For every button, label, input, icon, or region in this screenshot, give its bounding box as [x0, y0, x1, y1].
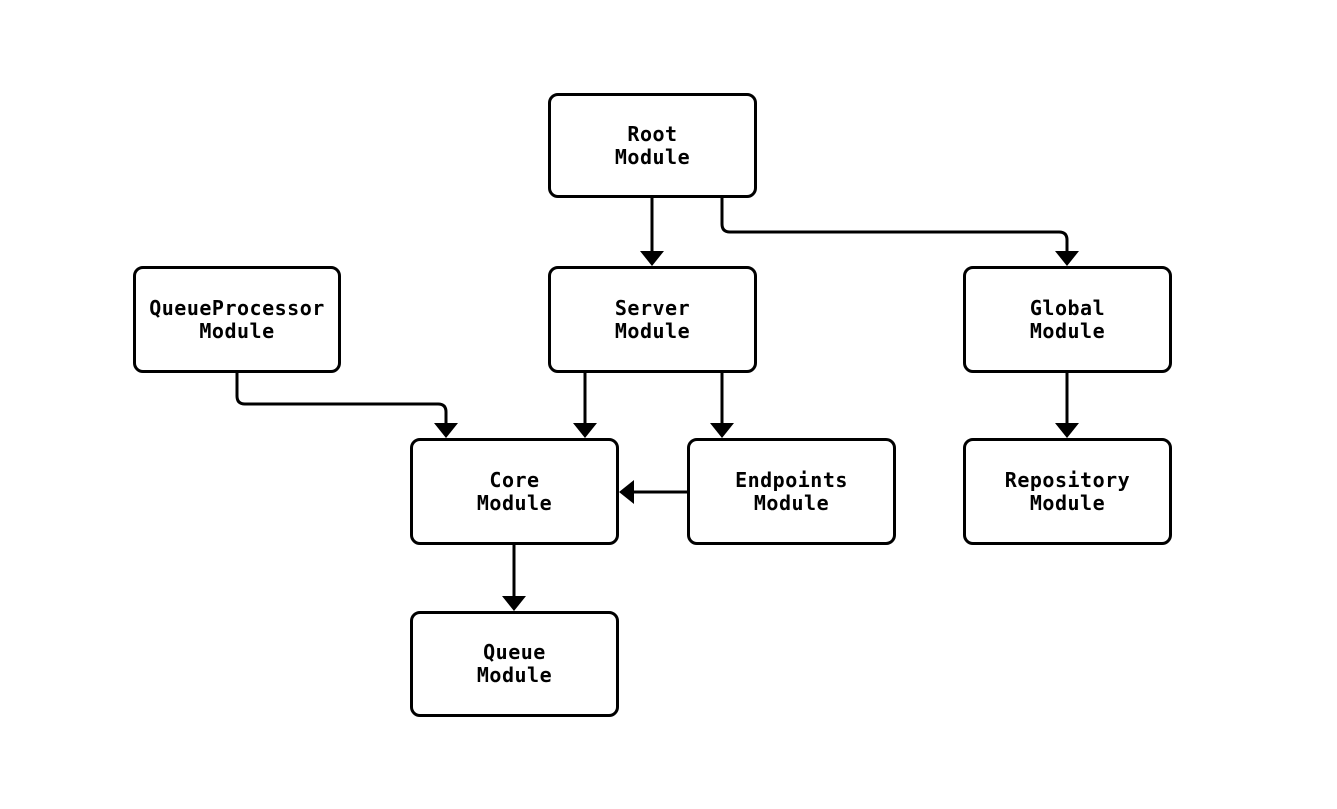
edge-server-to-core — [573, 373, 597, 438]
node-label-root-module: Root Module — [614, 121, 691, 169]
edge-root-to-global — [720, 198, 1079, 266]
node-queueprocessor-module: QueueProcessor Module — [133, 266, 341, 373]
edge-endpoints-to-core — [619, 480, 687, 504]
node-root-module: Root Module — [548, 93, 757, 198]
node-server-module: Server Module — [548, 266, 757, 373]
node-repository-module: Repository Module — [963, 438, 1172, 545]
edge-global-to-repository — [1055, 373, 1079, 438]
node-label-global-module: Global Module — [1029, 295, 1106, 343]
node-endpoints-module: Endpoints Module — [687, 438, 896, 545]
node-queue-module: Queue Module — [410, 611, 619, 717]
node-core-module: Core Module — [410, 438, 619, 545]
node-label-repository-module: Repository Module — [1004, 467, 1131, 515]
node-label-core-module: Core Module — [476, 467, 553, 515]
node-label-queue-module: Queue Module — [476, 640, 553, 687]
node-global-module: Global Module — [963, 266, 1172, 373]
node-label-queueprocessor-module: QueueProcessor Module — [149, 295, 325, 343]
edge-core-to-queue — [502, 545, 526, 611]
node-label-server-module: Server Module — [614, 295, 691, 343]
edge-queueprocessor-to-core — [235, 373, 458, 438]
edge-root-to-server — [640, 198, 664, 266]
node-label-endpoints-module: Endpoints Module — [735, 467, 848, 515]
edge-server-to-endpoints — [710, 373, 734, 438]
